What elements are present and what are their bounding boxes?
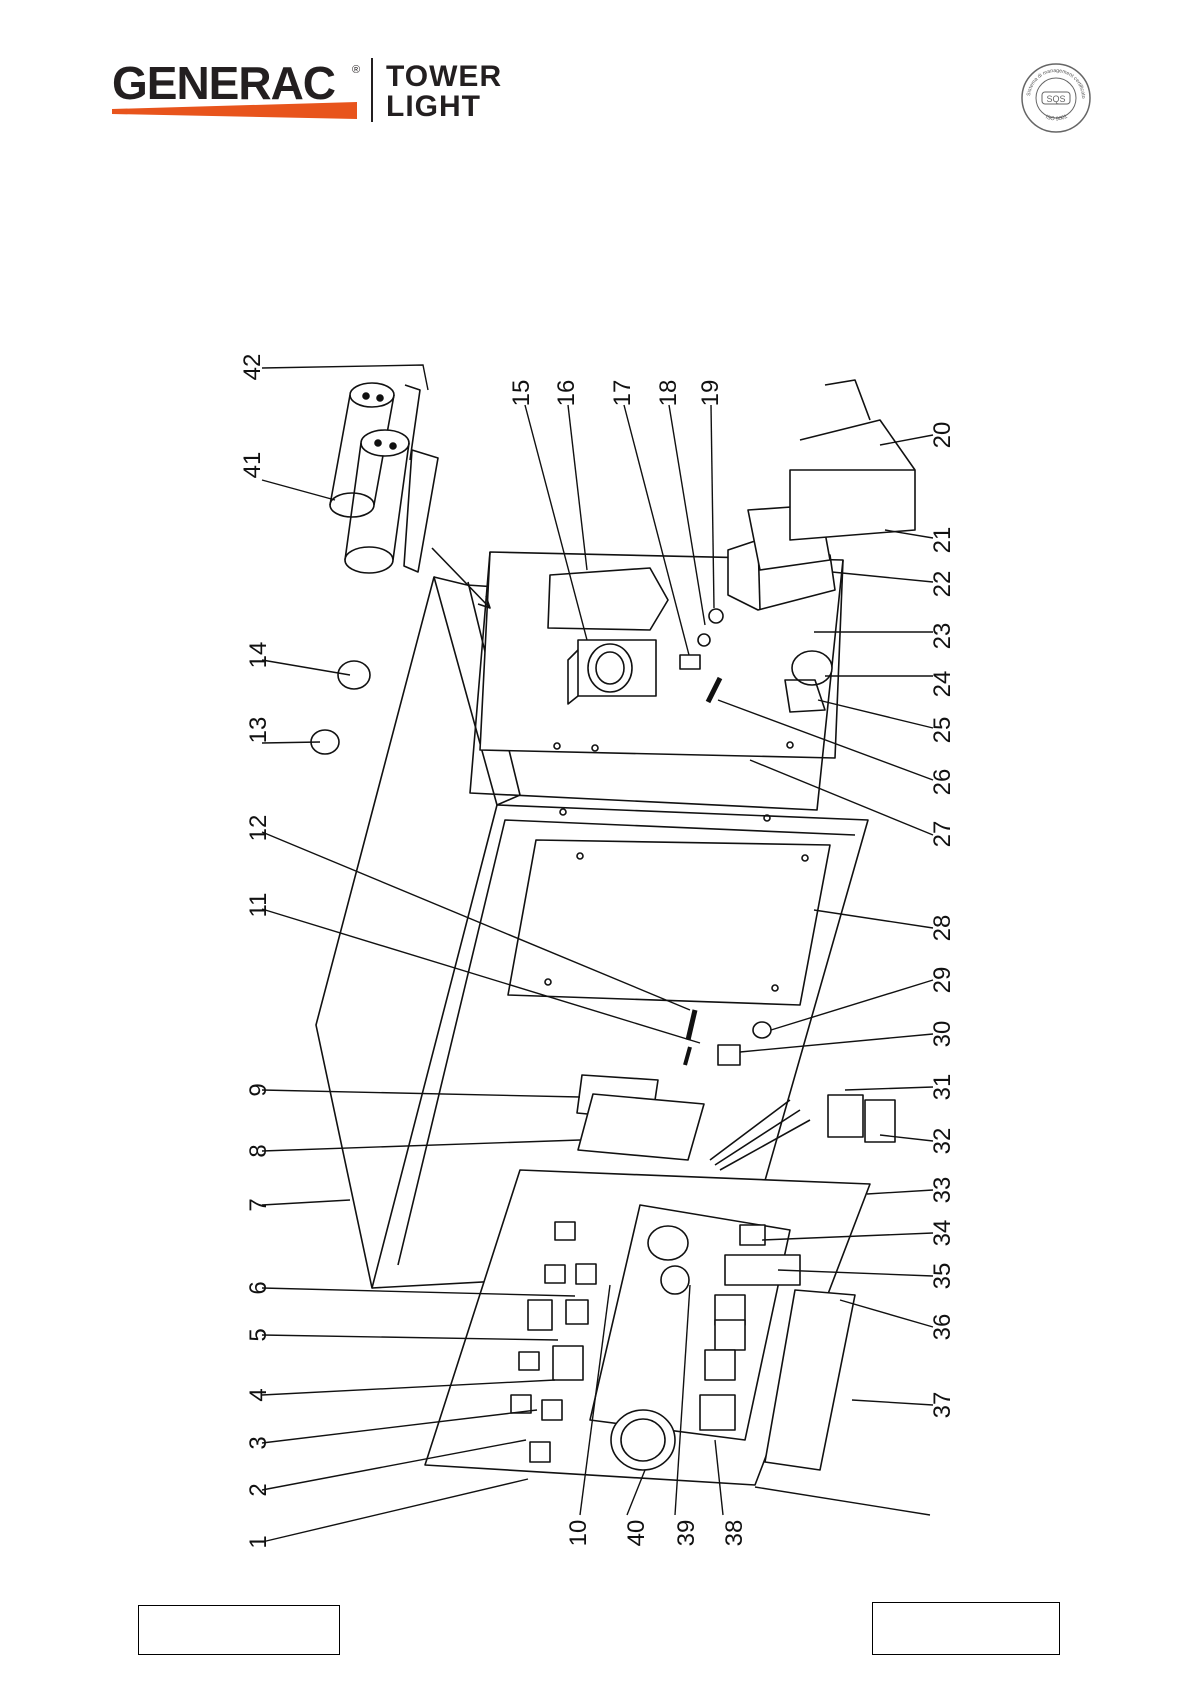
callout-4: 4	[245, 1388, 272, 1401]
terminal-block	[728, 380, 915, 610]
cable-connector	[710, 1095, 895, 1170]
callout-21: 21	[929, 527, 956, 554]
callout-27: 27	[929, 821, 956, 848]
key-switch-icon	[648, 1226, 688, 1260]
callout-37: 37	[929, 1392, 956, 1419]
callout-24: 24	[929, 671, 956, 698]
fuse-holder	[688, 1010, 695, 1040]
callout-40: 40	[623, 1520, 650, 1547]
callout-34: 34	[929, 1220, 956, 1247]
callout-7: 7	[245, 1198, 272, 1211]
fuse	[685, 1047, 690, 1065]
callout-6: 6	[245, 1281, 272, 1294]
callout-17: 17	[609, 380, 636, 407]
footer-left-box	[138, 1605, 340, 1655]
side-access-panel	[508, 840, 830, 1005]
callout-36: 36	[929, 1314, 956, 1341]
callout-32: 32	[929, 1128, 956, 1155]
callout-35: 35	[929, 1263, 956, 1290]
grommet	[753, 1022, 771, 1038]
footer-right-box	[872, 1602, 1060, 1655]
callout-1: 1	[245, 1535, 272, 1548]
callout-19: 19	[697, 380, 724, 407]
callout-10: 10	[565, 1520, 592, 1547]
cable-gland	[338, 661, 370, 689]
callout-14: 14	[245, 642, 272, 669]
callout-5: 5	[245, 1328, 272, 1341]
callout-20: 20	[929, 422, 956, 449]
callout-15: 15	[508, 380, 535, 407]
callout-42: 42	[239, 354, 266, 381]
callout-8: 8	[245, 1144, 272, 1157]
callout-33: 33	[929, 1177, 956, 1204]
callout-12: 12	[245, 815, 272, 842]
callout-38: 38	[721, 1520, 748, 1547]
callout-25: 25	[929, 717, 956, 744]
callout-31: 31	[929, 1074, 956, 1101]
callout-3: 3	[245, 1436, 272, 1449]
callout-11: 11	[245, 893, 272, 918]
callout-41: 41	[239, 452, 266, 479]
callout-39: 39	[673, 1520, 700, 1547]
relay	[718, 1045, 740, 1065]
callout-18: 18	[655, 380, 682, 407]
callout-30: 30	[929, 1021, 956, 1048]
callout-26: 26	[929, 769, 956, 796]
power-socket-icon	[568, 640, 656, 704]
callout-16: 16	[553, 380, 580, 407]
callout-9: 9	[245, 1083, 272, 1096]
callout-22: 22	[929, 571, 956, 598]
callout-28: 28	[929, 915, 956, 942]
capacitor-icon	[330, 383, 438, 573]
callout-29: 29	[929, 967, 956, 994]
relay-board	[578, 1094, 704, 1160]
callout-23: 23	[929, 623, 956, 650]
callout-13: 13	[245, 717, 272, 744]
callout-2: 2	[245, 1483, 272, 1496]
